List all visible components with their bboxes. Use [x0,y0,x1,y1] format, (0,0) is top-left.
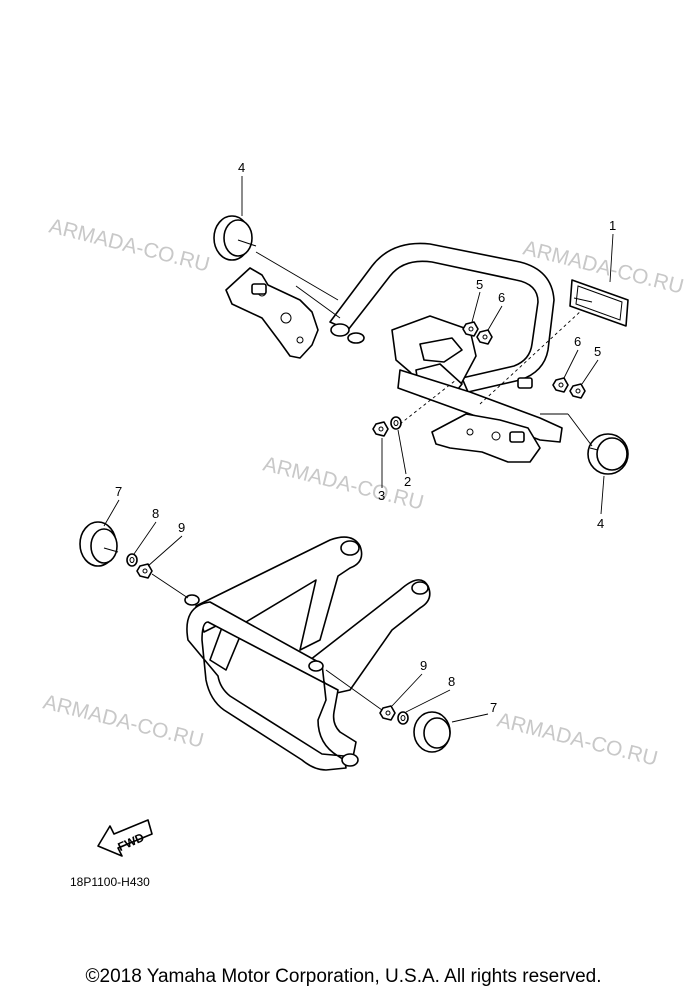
callout-8-right: 8 [448,674,455,689]
nut-5b [569,383,586,399]
nut-9-right [379,705,396,721]
callout-9-left: 9 [178,520,185,535]
reflector-4-right [587,433,629,475]
nut-6b [552,377,569,393]
reflector-7-right [413,711,451,753]
callout-7-right: 7 [490,700,497,715]
washer-2 [390,416,402,430]
fwd-arrow-icon: FWD [97,819,153,857]
rear-tube [186,601,357,771]
watermark: ARMADA-CO.RU [41,691,206,753]
watermark: ARMADA-CO.RU [495,709,660,771]
callout-9-right: 9 [420,658,427,673]
reflector-1 [569,279,629,327]
right-bracket [431,413,541,463]
callouts: 4 1 5 6 6 5 3 2 4 7 8 9 9 8 7 [103,160,616,723]
callout-8-left: 8 [152,506,159,521]
watermark: ARMADA-CO.RU [261,453,426,515]
left-bracket [225,267,319,359]
lower-rail [397,369,563,443]
watermark: ARMADA-CO.RU [47,215,212,277]
nut-9-left [136,563,153,579]
lower-guard-assembly [79,521,451,771]
washer-8-left [126,553,138,567]
nut-3 [372,421,389,437]
reflector-4-left [213,215,257,261]
callout-5-right: 5 [594,344,601,359]
upper-guard-assembly [213,215,629,475]
callout-6-top: 6 [498,290,505,305]
callout-3: 3 [378,488,385,503]
nut-5 [462,321,479,337]
callout-1: 1 [609,218,616,233]
callout-7-left: 7 [115,484,122,499]
callout-4-top: 4 [238,160,245,175]
callout-4-right: 4 [597,516,604,531]
callout-6-right: 6 [574,334,581,349]
upper-tube [329,242,555,393]
washer-8-right [397,711,409,725]
copyright-notice: ©2018 Yamaha Motor Corporation, U.S.A. A… [85,966,602,987]
callout-5-top: 5 [476,277,483,292]
diagram-code: 18P1100-H430 [70,875,150,889]
callout-2: 2 [404,474,411,489]
reflector-7-left [79,521,119,567]
nut-6 [476,329,493,345]
